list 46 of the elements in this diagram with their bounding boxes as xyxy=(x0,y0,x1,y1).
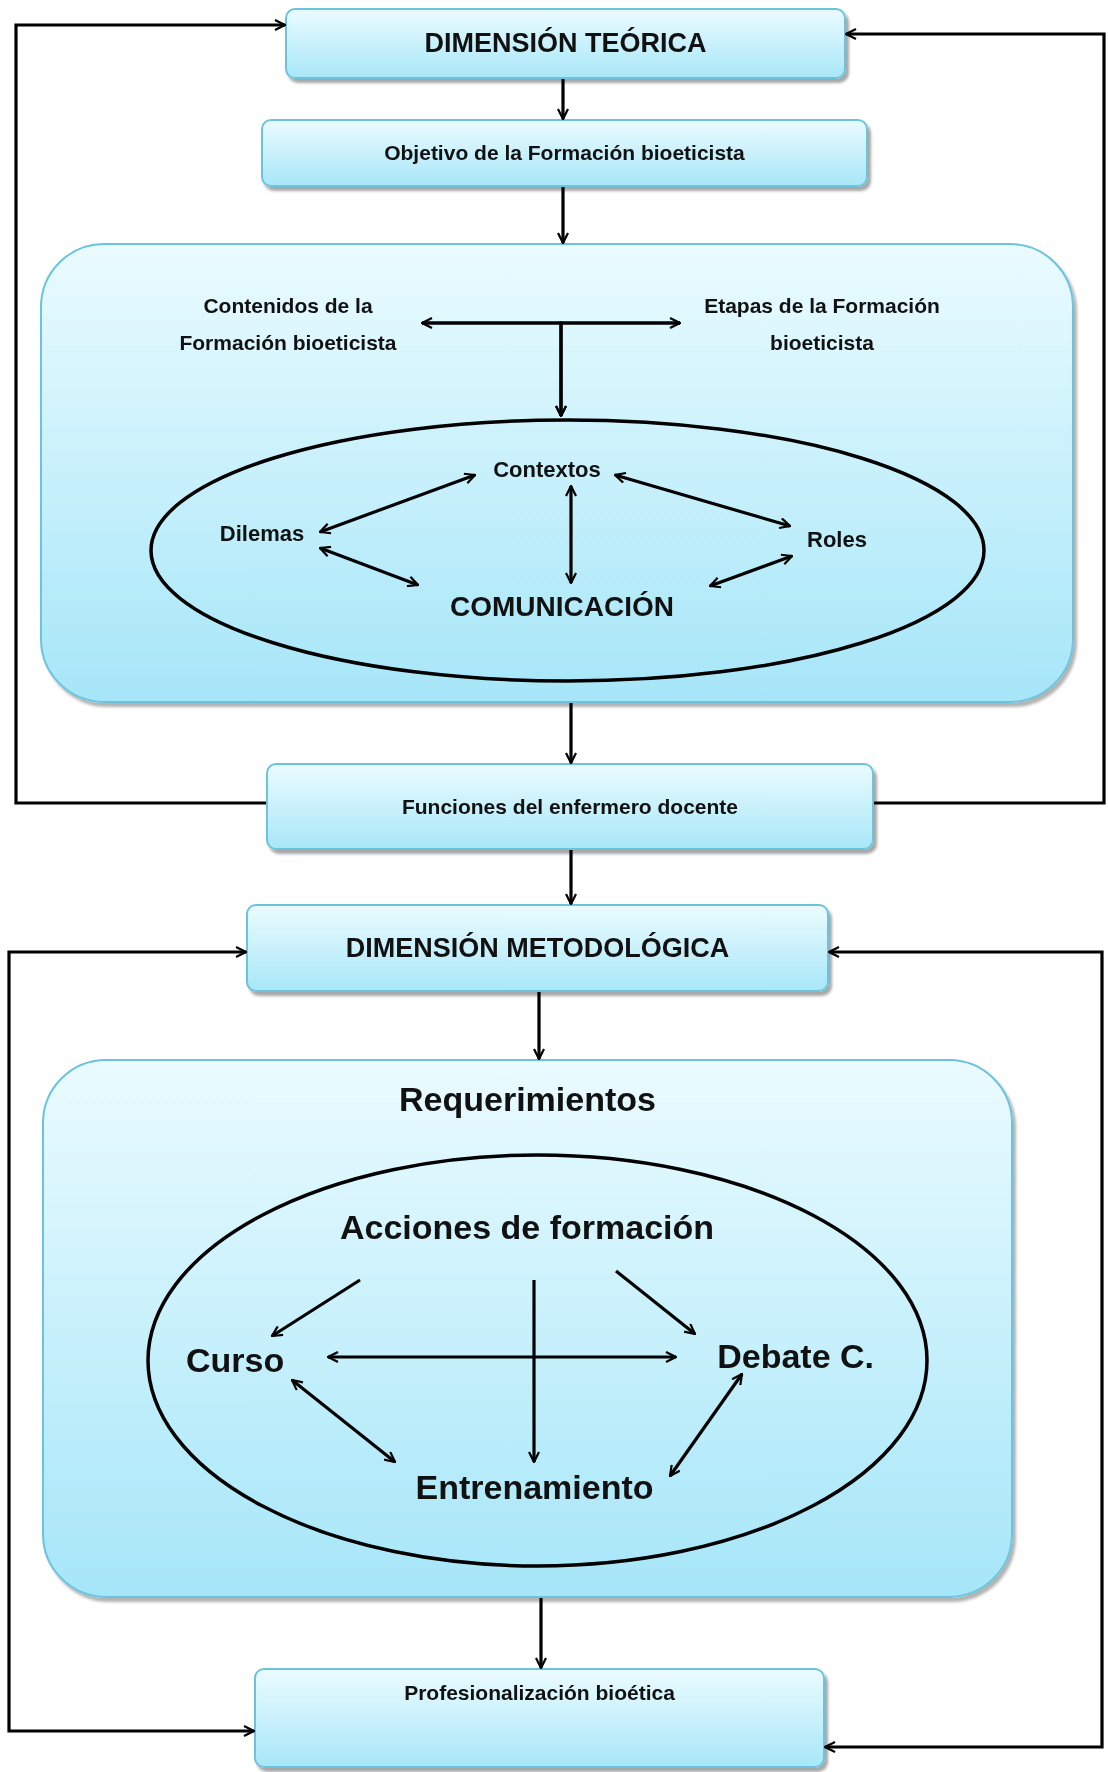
arrow xyxy=(554,321,680,418)
concept-label: Entrenamiento xyxy=(397,1464,672,1510)
concept-label: Debate C. xyxy=(678,1336,874,1376)
arrow xyxy=(290,1378,397,1464)
box-label: Funciones del enfermero docente xyxy=(401,793,739,820)
arrow xyxy=(318,472,477,535)
concept-label: Curso xyxy=(186,1338,330,1382)
concept-label: Contextos xyxy=(477,452,617,488)
arrow xyxy=(7,945,256,1738)
arrow xyxy=(844,27,1106,805)
arrow xyxy=(556,79,570,121)
arrow xyxy=(668,1372,744,1478)
process-box xyxy=(254,1668,825,1768)
box-label: Objetivo de la Formación bioeticista xyxy=(384,140,745,166)
arrow xyxy=(564,850,578,906)
arrow xyxy=(326,1350,678,1364)
arrow xyxy=(534,1598,548,1670)
rounded-panel xyxy=(40,243,1074,703)
arrow xyxy=(556,187,570,245)
arrow xyxy=(270,1278,361,1338)
arrow xyxy=(564,703,578,765)
arrow xyxy=(564,484,578,585)
process-box xyxy=(261,119,868,187)
arrow xyxy=(532,992,546,1061)
arrow xyxy=(823,945,1104,1754)
process-box xyxy=(266,763,874,850)
process-box xyxy=(246,904,829,992)
concept-label: Roles xyxy=(792,522,882,558)
rounded-panel xyxy=(42,1059,1013,1598)
arrow xyxy=(613,471,792,530)
arrow xyxy=(318,545,420,588)
arrow xyxy=(708,553,794,589)
arrow xyxy=(527,1280,541,1464)
box-label: DIMENSIÓN METODOLÓGICA xyxy=(345,931,730,965)
box-label: Profesionalización bioética xyxy=(404,1680,675,1706)
box-label: DIMENSIÓN TEÓRICA xyxy=(424,27,707,60)
process-box xyxy=(285,8,846,79)
concept-label: Contenidos de la Formación bioeticista xyxy=(152,285,424,365)
concept-label: COMUNICACIÓN xyxy=(412,585,712,629)
concept-label: Dilemas xyxy=(202,516,322,552)
concept-label: Etapas de la Formación bioeticista xyxy=(682,285,962,365)
arrow xyxy=(14,18,287,805)
arrow xyxy=(615,1269,697,1336)
panel-heading: Requerimientos xyxy=(399,1079,656,1120)
arrow xyxy=(420,316,682,330)
concept-label: Acciones de formación xyxy=(302,1207,752,1282)
